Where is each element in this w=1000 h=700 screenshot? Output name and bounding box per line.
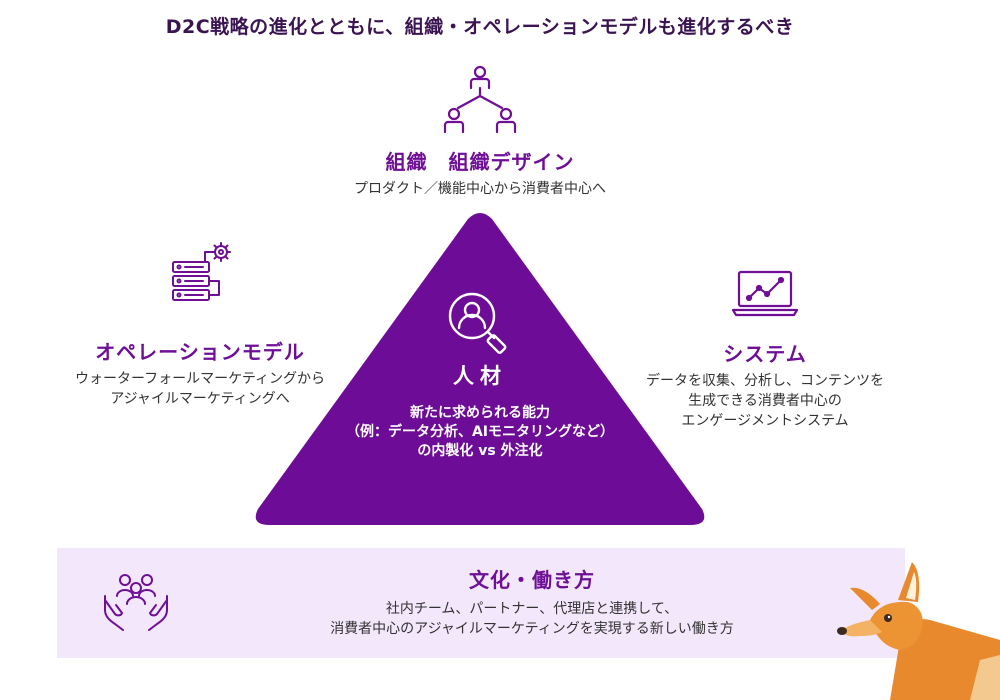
culture-description-line: 消費者中心のアジャイルマーケティングを実現する新しい働き方 — [330, 621, 734, 637]
talent-description-line: 新たに求められる能力 — [410, 405, 550, 421]
talent-description-line: （例：データ分析、AIモニタリングなど） — [345, 424, 615, 440]
page-title: D2C戦略の進化とともに、組織・オペレーションモデルも進化するべき — [165, 16, 795, 38]
talent-section: 人材 新たに求められる能力 （例：データ分析、AIモニタリングなど） の内製化 … — [330, 288, 630, 461]
deer-mascot — [837, 562, 1000, 700]
organization-heading: 組織 組織デザイン — [385, 150, 575, 174]
culture-heading: 文化・働き方 — [469, 568, 595, 592]
system-description-line: データを収集、分析し、コンテンツを — [646, 373, 884, 389]
organization-description: プロダクト／機能中心から消費者中心へ — [354, 181, 606, 197]
talent-heading: 人材 — [453, 364, 507, 388]
operations-description: ウォーターフォールマーケティングから アジャイルマーケティングへ — [30, 369, 370, 409]
system-description-line: エンゲージメントシステム — [681, 413, 849, 429]
organization-section: 組織 組織デザイン プロダクト／機能中心から消費者中心へ — [300, 64, 660, 199]
person-search-icon — [330, 288, 630, 354]
operations-description-line: アジャイルマーケティングへ — [110, 391, 290, 407]
server-gear-icon — [30, 240, 370, 310]
culture-description-line: 社内チーム、パートナー、代理店と連携して、 — [385, 601, 679, 617]
operations-description-line: ウォーターフォールマーケティングから — [74, 371, 326, 387]
talent-description-line: の内製化 vs 外注化 — [417, 443, 543, 459]
people-hands-icon — [101, 570, 171, 638]
operations-section: オペレーションモデル ウォーターフォールマーケティングから アジャイルマーケティ… — [30, 240, 370, 409]
org-chart-icon — [300, 64, 660, 136]
operations-heading: オペレーションモデル — [95, 340, 305, 364]
culture-section: 文化・働き方 社内チーム、パートナー、代理店と連携して、 消費者中心のアジャイル… — [57, 548, 905, 658]
laptop-chart-icon — [600, 268, 930, 318]
talent-triangle — [255, 213, 705, 525]
talent-description: 新たに求められる能力 （例：データ分析、AIモニタリングなど） の内製化 vs … — [330, 404, 630, 461]
system-description: データを収集、分析し、コンテンツを 生成できる消費者中心の エンゲージメントシス… — [600, 371, 930, 431]
system-description-line: 生成できる消費者中心の — [688, 393, 842, 409]
system-section: システム データを収集、分析し、コンテンツを 生成できる消費者中心の エンゲージ… — [600, 268, 930, 431]
system-heading: システム — [723, 342, 807, 366]
culture-description: 社内チーム、パートナー、代理店と連携して、 消費者中心のアジャイルマーケティング… — [207, 599, 857, 639]
